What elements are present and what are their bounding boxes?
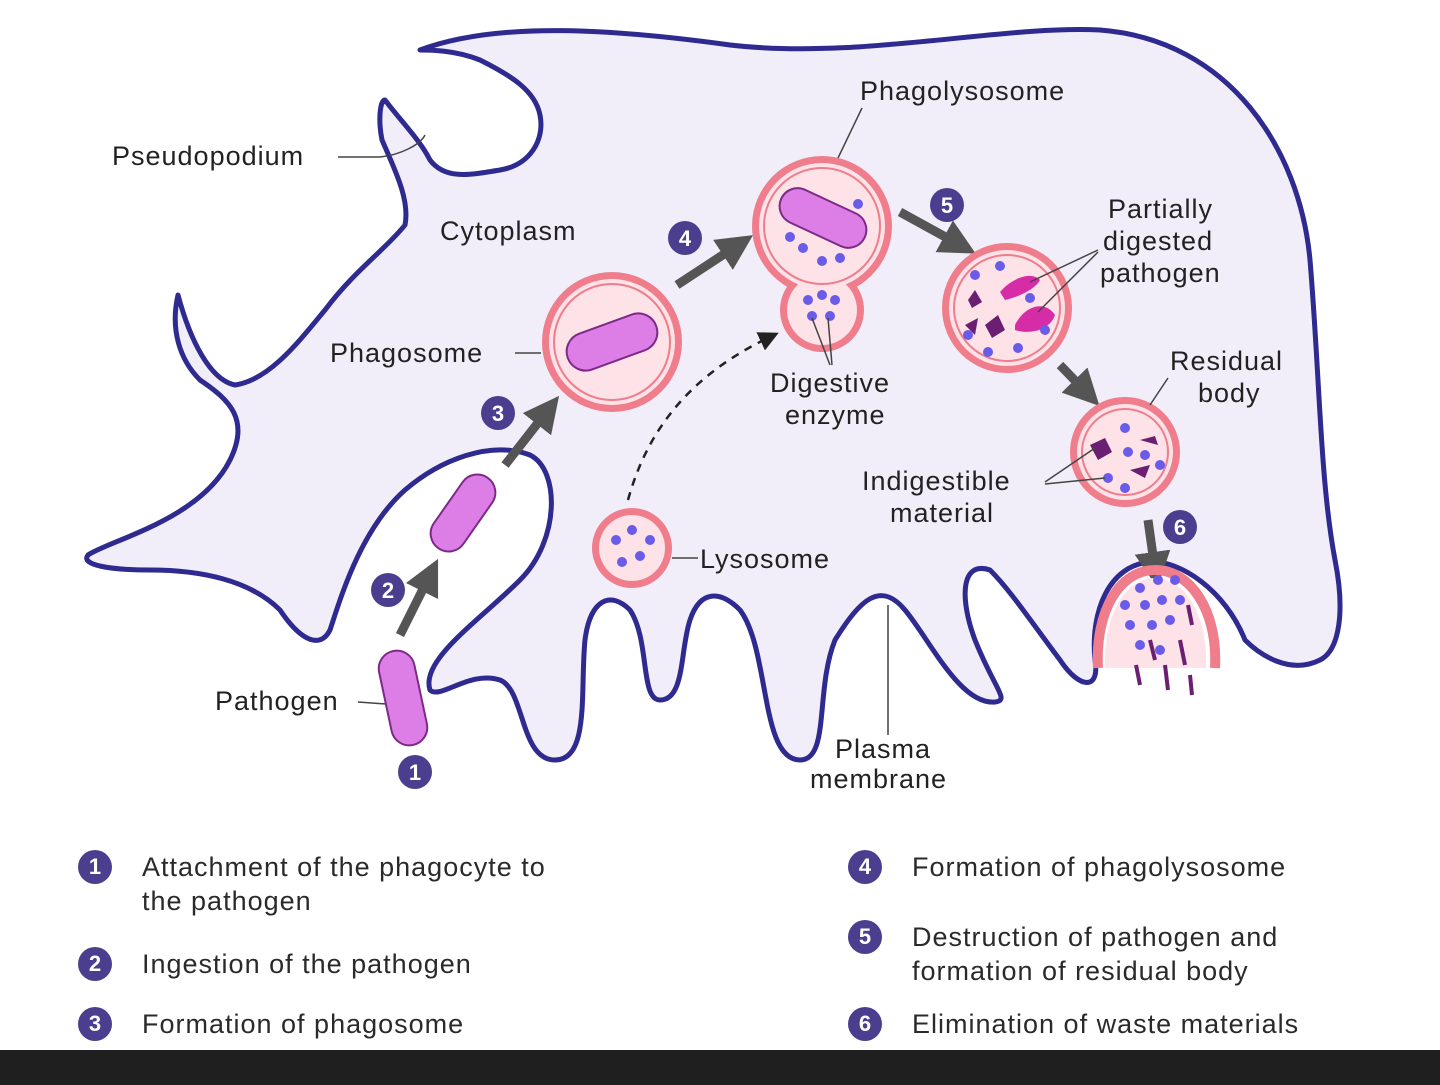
- label-indigestible-line2: material: [890, 498, 994, 528]
- svg-text:1: 1: [409, 760, 421, 785]
- leader-pathogen: [357, 701, 387, 705]
- arrow-step-4: [674, 235, 754, 289]
- svg-text:4: 4: [679, 226, 692, 251]
- step-badge-2: 2: [371, 573, 405, 607]
- legend-text-6: Elimination of waste materials: [912, 1009, 1300, 1039]
- label-partially-line2: digested: [1103, 226, 1213, 256]
- legend-badge-1: 1: [78, 850, 112, 884]
- label-lysosome: Lysosome: [700, 544, 830, 574]
- legend-badge-6: 6: [848, 1007, 882, 1041]
- legend-item-2: 2 Ingestion of the pathogen: [78, 947, 472, 981]
- phagosome: [542, 272, 682, 412]
- label-digestive-line2: enzyme: [785, 400, 886, 430]
- legend-item-4: 4 Formation of phagolysosome: [848, 850, 1286, 884]
- legend-badge-5: 5: [848, 920, 882, 954]
- legend: 1 Attachment of the phagocyte to the pat…: [0, 835, 1440, 1045]
- label-residual-line2: body: [1198, 378, 1261, 408]
- leader-partial-a: [1029, 249, 1099, 283]
- label-pseudopodium: Pseudopodium: [112, 141, 304, 171]
- leader-enzyme-a: [811, 317, 831, 366]
- pathogen-ingested: [429, 473, 497, 553]
- legend-text-4: Formation of phagolysosome: [912, 852, 1287, 882]
- exocytosis-vesicle: [1092, 564, 1221, 696]
- leader-indigestible-a: [1044, 447, 1096, 483]
- step-badge-5: 5: [930, 188, 964, 222]
- label-partially-line1: Partially: [1108, 194, 1213, 224]
- leader-partial-b: [1037, 251, 1099, 313]
- label-pathogen: Pathogen: [215, 686, 339, 716]
- arrow-step-6: [1134, 519, 1171, 588]
- leader-indigestible-b: [1044, 477, 1106, 485]
- phagolysosome: [752, 156, 892, 352]
- legend-badge-3: 3: [78, 1007, 112, 1041]
- legend-text-3: Formation of phagosome: [142, 1009, 465, 1039]
- legend-item-6: 6 Elimination of waste materials: [848, 1007, 1299, 1041]
- pathogen-outside: [377, 649, 429, 747]
- legend-text-1: Attachment of the phagocyte to the patho…: [142, 852, 546, 916]
- step-badge-6: 6: [1163, 510, 1197, 544]
- step-badge-1: 1: [398, 755, 432, 789]
- arrow-to-residual: [1056, 361, 1100, 406]
- phagocyte-cell: [84, 27, 1343, 763]
- digesting-vesicle: [942, 243, 1072, 373]
- legend-text-2: Ingestion of the pathogen: [142, 949, 472, 979]
- legend-text-5: Destruction of pathogen and formation of…: [912, 922, 1279, 986]
- svg-text:3: 3: [492, 401, 504, 426]
- label-plasma-line1: Plasma: [835, 734, 931, 764]
- phagocytosis-diagram: Pseudopodium Cytoplasm Pathogen Phagosom…: [84, 27, 1343, 794]
- residual-body: [1070, 397, 1180, 507]
- svg-text:6: 6: [1174, 515, 1186, 540]
- label-cytoplasm: Cytoplasm: [440, 216, 577, 246]
- leader-residual: [1149, 377, 1169, 406]
- label-phagolysosome: Phagolysosome: [860, 76, 1065, 106]
- svg-text:2: 2: [382, 578, 394, 603]
- legend-badge-4: 4: [848, 850, 882, 884]
- label-residual-line1: Residual: [1170, 346, 1283, 376]
- leader-enzyme-b: [827, 317, 833, 366]
- leader-phagolysosome: [837, 107, 863, 159]
- bottom-bar: [0, 1050, 1440, 1085]
- legend-item-5: 5 Destruction of pathogen and formation …: [848, 920, 1278, 988]
- label-plasma-line2: membrane: [810, 764, 947, 794]
- dashed-arrow-lysosome-fusion: [626, 332, 779, 501]
- leader-pseudopodium: [338, 134, 426, 158]
- arrow-step-5: [897, 208, 976, 254]
- label-indigestible-line1: Indigestible: [862, 466, 1011, 496]
- label-partially-line3: pathogen: [1100, 258, 1221, 288]
- label-phagosome: Phagosome: [330, 338, 483, 368]
- legend-badge-2: 2: [78, 947, 112, 981]
- svg-text:5: 5: [941, 193, 953, 218]
- label-digestive-line1: Digestive: [770, 368, 890, 398]
- arrow-step-3: [501, 395, 560, 468]
- step-badge-3: 3: [481, 396, 515, 430]
- legend-item-1: 1 Attachment of the phagocyte to the pat…: [78, 850, 546, 918]
- arrow-step-2: [395, 558, 439, 638]
- lysosome: [592, 508, 672, 588]
- step-badge-4: 4: [668, 221, 702, 255]
- legend-item-3: 3 Formation of phagosome: [78, 1007, 464, 1041]
